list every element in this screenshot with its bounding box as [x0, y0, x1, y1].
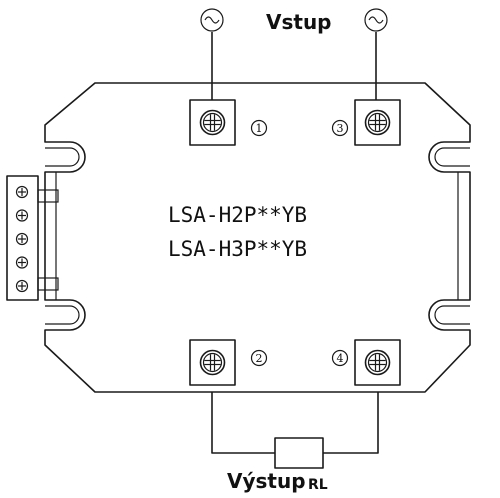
model-line-1: LSA-H2P**YB [168, 203, 307, 227]
terminal-number-badge: 4 [331, 349, 349, 367]
mount-slot-top-left [45, 147, 80, 167]
terminal-number-badge: 2 [250, 349, 268, 367]
screw-icon [364, 349, 391, 376]
load-resistor [274, 437, 324, 469]
terminal-2: 2 [189, 339, 268, 386]
mount-slot-bottom-left [45, 305, 80, 325]
relay-body-outline [44, 82, 471, 393]
terminal-number: 3 [337, 122, 344, 135]
terminal-1: 1 [189, 99, 268, 146]
terminal-3: 3 [331, 99, 401, 146]
ac-source-icon [200, 8, 224, 32]
control-pin-screw-icon [15, 209, 29, 222]
control-connector [6, 175, 59, 301]
ac-source-icon [364, 8, 388, 32]
terminal-number: 2 [256, 352, 263, 365]
output-wire [211, 392, 379, 454]
mount-slot-bottom-right [434, 305, 470, 325]
control-pin-screw-icon [15, 232, 29, 246]
output-label: Výstup [227, 469, 306, 493]
terminal-number: 1 [256, 122, 263, 135]
control-pin-screw-icon [15, 185, 29, 199]
screw-icon [364, 109, 391, 136]
control-pin-screw-icon [15, 256, 29, 269]
terminal-number-badge: 1 [250, 119, 268, 137]
terminal-4: 4 [331, 339, 401, 386]
terminal-number: 4 [337, 352, 344, 365]
mount-slot-top-right [434, 147, 470, 167]
input-label: Vstup [266, 10, 332, 34]
terminal-number-badge: 3 [331, 119, 349, 137]
screw-icon [199, 349, 226, 376]
model-line-2: LSA-H3P**YB [168, 237, 307, 261]
load-label: RL [308, 477, 328, 493]
control-pin-screw-icon [15, 279, 29, 293]
screw-icon [199, 109, 226, 136]
